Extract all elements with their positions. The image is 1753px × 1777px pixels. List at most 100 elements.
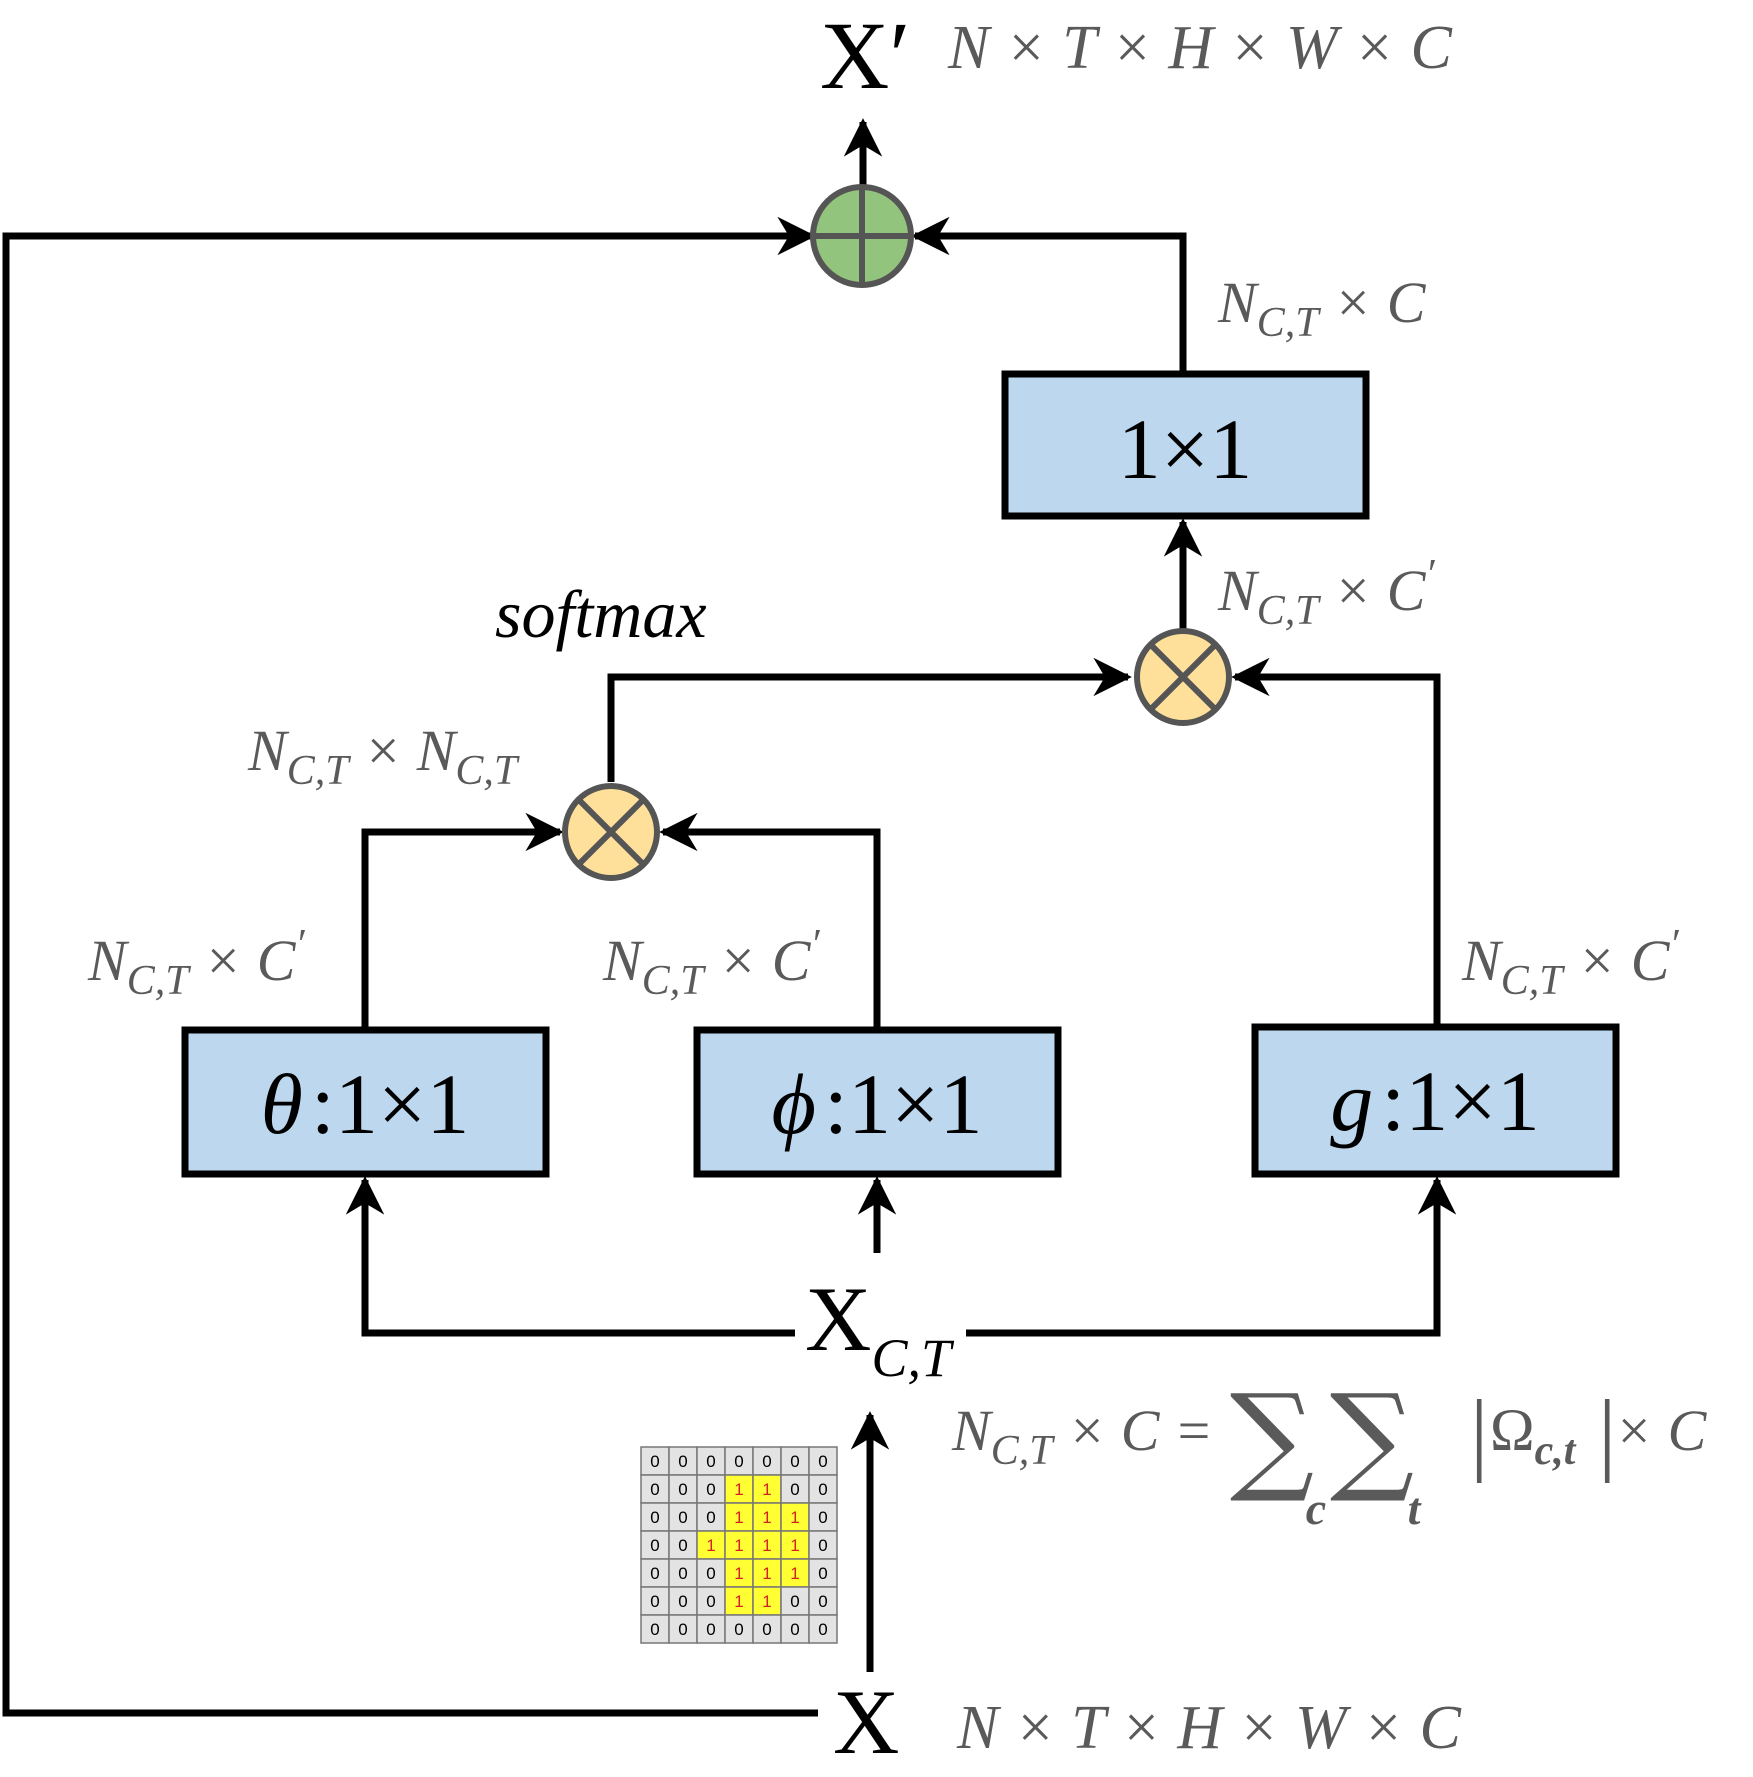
mask-cell [808, 1530, 838, 1560]
mask-cell-value: 0 [678, 1536, 687, 1555]
sum-symbol-c: ∑ [1230, 1368, 1314, 1506]
abs-bar-right: | [1598, 1381, 1616, 1483]
g-label: :1×1 [1381, 1053, 1539, 1149]
mask-cell-value: 0 [818, 1480, 827, 1499]
output-label: X′ [820, 2, 910, 109]
mask-cell-value: 0 [650, 1452, 659, 1471]
mask-cell-value: 0 [790, 1452, 799, 1471]
mask-cell [808, 1614, 838, 1644]
formula-lhs: NC,T × C = [951, 1398, 1213, 1474]
mask-cell-value: 0 [650, 1564, 659, 1583]
svg-text:ϕ:1×1: ϕ:1×1 [772, 1056, 983, 1152]
mask-cell [724, 1586, 754, 1616]
mask-cell-value: 0 [790, 1592, 799, 1611]
mask-cell-value: 1 [762, 1592, 771, 1611]
mask-cell-value: 1 [734, 1564, 743, 1583]
add-operator-icon [810, 184, 914, 288]
sum-index-c: c [1306, 1483, 1326, 1534]
mask-cell-value: 0 [650, 1508, 659, 1527]
mask-cell [668, 1446, 698, 1476]
mask-cell-value: 0 [706, 1508, 715, 1527]
mask-cell-value: 1 [734, 1536, 743, 1555]
mask-cell [752, 1502, 782, 1532]
skip-connection [2, 216, 818, 1717]
mask-cell [780, 1530, 810, 1560]
mask-cell-value: 0 [706, 1480, 715, 1499]
mask-cell-value: 1 [762, 1508, 771, 1527]
mask-cell-value: 0 [706, 1452, 715, 1471]
mask-cell-value: 0 [762, 1620, 771, 1639]
mask-cell [808, 1502, 838, 1532]
conv-output-label: 1×1 [1118, 401, 1253, 497]
output-dim-label: N × T × H × W × C [947, 14, 1452, 82]
svg-text:θ:1×1: θ:1×1 [261, 1056, 470, 1152]
aggregate-dim-label: NC,T × C′ [1217, 552, 1435, 634]
arrow-g-to-mul2 [1231, 657, 1441, 1027]
mask-cell-value: 1 [790, 1536, 799, 1555]
arrow-xct-to-g [966, 1176, 1457, 1337]
mask-cell-value: 1 [706, 1536, 715, 1555]
mask-cell-value: 1 [762, 1536, 771, 1555]
arrow-conv-to-add [911, 216, 1187, 374]
svg-text:g:1×1: g:1×1 [1330, 1053, 1539, 1149]
mask-cell [780, 1614, 810, 1644]
mask-cell-value: 1 [790, 1564, 799, 1583]
sum-symbol-t: ∑ [1330, 1368, 1414, 1506]
mask-cell-value: 0 [818, 1508, 827, 1527]
conv-box-output: 1×1 [1001, 370, 1370, 520]
mask-cell-value: 0 [678, 1620, 687, 1639]
mask-cell [640, 1558, 670, 1588]
conv-box-g: g:1×1 [1251, 1023, 1620, 1178]
mask-cell [724, 1530, 754, 1560]
mask-cell [808, 1586, 838, 1616]
mask-cell-value: 0 [818, 1452, 827, 1471]
mask-cell-value: 0 [678, 1564, 687, 1583]
mask-cell-value: 0 [650, 1620, 659, 1639]
mask-cell-value: 0 [678, 1452, 687, 1471]
mask-cell-value: 1 [762, 1564, 771, 1583]
attention-dim-label: NC,T × NC,T [247, 718, 520, 794]
arrow-theta-to-mul1 [361, 812, 564, 1030]
arrow-phi-to-mul1 [659, 812, 881, 1030]
mask-cell [808, 1558, 838, 1588]
mask-cell-value: 1 [734, 1592, 743, 1611]
abs-bar-left: | [1470, 1381, 1488, 1483]
mask-cell [724, 1614, 754, 1644]
mask-cell-value: 1 [762, 1480, 771, 1499]
mask-cell-value: 1 [734, 1480, 743, 1499]
mask-cell-value: 0 [818, 1564, 827, 1583]
g-symbol: g [1330, 1053, 1373, 1149]
phi-symbol: ϕ [772, 1056, 817, 1152]
mask-cell [752, 1446, 782, 1476]
mask-cell [752, 1614, 782, 1644]
mask-cell [780, 1446, 810, 1476]
mask-cell [640, 1614, 670, 1644]
sum-index-t: t [1408, 1483, 1422, 1534]
mask-cell [668, 1530, 698, 1560]
multiply-operator-icon [562, 783, 660, 881]
theta-dim-label: NC,T × C′ [87, 922, 305, 1004]
mask-cell-value: 0 [706, 1592, 715, 1611]
mask-cell-value: 0 [734, 1452, 743, 1471]
phi-label: :1×1 [824, 1056, 982, 1152]
theta-label: :1×1 [311, 1056, 469, 1152]
mask-cell [668, 1614, 698, 1644]
mask-cell-value: 1 [790, 1508, 799, 1527]
arrow-mul1-to-mul2 [607, 657, 1132, 782]
phi-dim-label: NC,T × C′ [602, 922, 820, 1004]
arrow-xct-to-theta [345, 1176, 795, 1337]
multiply-operator-icon [1134, 628, 1232, 726]
mask-cell-value: 1 [734, 1508, 743, 1527]
conv-box-theta: θ:1×1 [181, 1026, 550, 1178]
mask-cell-value: 0 [790, 1480, 799, 1499]
mask-cell-value: 0 [818, 1536, 827, 1555]
xct-label: XC,T [805, 1268, 955, 1388]
conv-dim-label: NC,T × C [1217, 270, 1427, 346]
mask-cell-value: 0 [818, 1592, 827, 1611]
mask-cell-value: 0 [678, 1592, 687, 1611]
mask-cell-value: 0 [762, 1452, 771, 1471]
mask-cell-value: 0 [706, 1620, 715, 1639]
softmax-label: softmax [495, 576, 707, 652]
mask-cell-value: 0 [650, 1536, 659, 1555]
